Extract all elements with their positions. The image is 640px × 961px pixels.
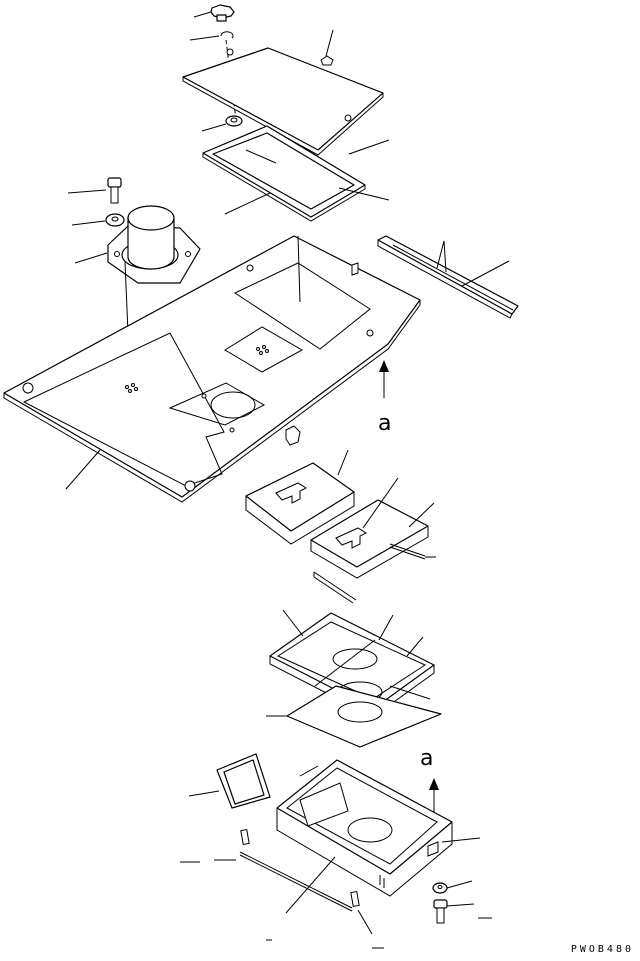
clip-right	[266, 891, 384, 949]
direction-arrow-top	[379, 360, 389, 398]
knob-bolt	[193, 4, 235, 22]
side-rail	[377, 235, 519, 319]
seal-strip	[239, 851, 353, 914]
drawing-code: PWOB480	[570, 944, 634, 955]
cover-spacer	[201, 115, 243, 132]
direction-label-bottom: a	[420, 746, 433, 771]
exhaust-pipe-flange	[74, 205, 201, 284]
floor-plate	[3, 235, 421, 503]
control-box	[276, 759, 481, 897]
clip-left	[180, 829, 250, 863]
box-washer	[432, 880, 473, 894]
box-bolt	[433, 899, 492, 924]
flange-bolt	[67, 177, 122, 204]
wire-clip	[313, 571, 357, 604]
inspection-cover	[182, 29, 384, 156]
flange-washer	[71, 213, 125, 227]
direction-label-top: a	[378, 411, 391, 436]
seal-frame	[188, 753, 271, 809]
switch-panel-1	[245, 449, 355, 545]
panel-gasket-sheet	[266, 685, 442, 748]
snap-ring	[189, 31, 234, 41]
switch-panel-2	[310, 477, 436, 579]
cover-gasket	[202, 125, 390, 222]
